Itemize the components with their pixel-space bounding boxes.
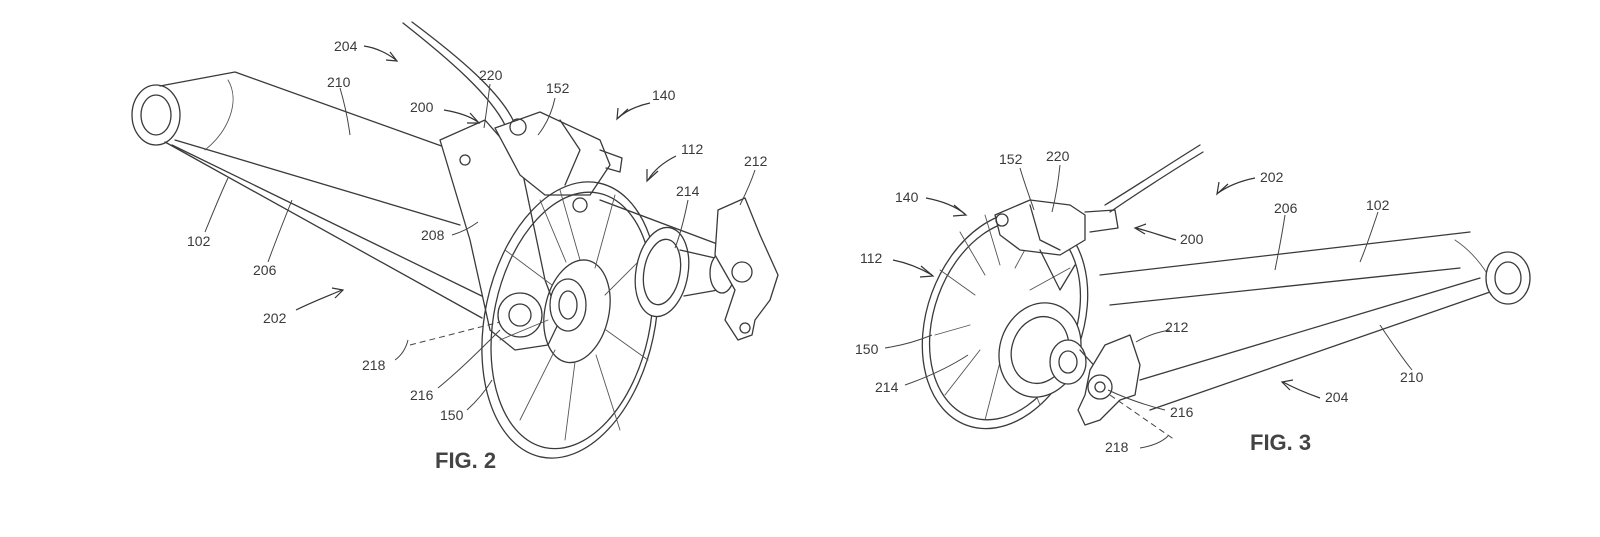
fig2-label-210: 210 bbox=[327, 74, 351, 90]
fig3-label-210: 210 bbox=[1400, 369, 1424, 385]
fig3-label-112: 112 bbox=[860, 250, 883, 266]
fig2-label-102: 102 bbox=[187, 233, 211, 249]
fig3-label-220: 220 bbox=[1046, 148, 1070, 164]
fig3-label-204: 204 bbox=[1325, 389, 1349, 405]
fig2-label-212: 212 bbox=[744, 153, 768, 169]
fig2-leaders bbox=[204, 45, 756, 411]
fig2-label-208: 208 bbox=[421, 227, 445, 243]
fig2-label-200: 200 bbox=[410, 99, 434, 115]
fig2-label-202: 202 bbox=[263, 310, 287, 326]
fig2-pivot-tube-end bbox=[131, 84, 181, 146]
fig2-label-220: 220 bbox=[479, 67, 503, 83]
fig2-label-140: 140 bbox=[652, 87, 676, 103]
fig2-brake-hose bbox=[402, 22, 506, 126]
fig2-right-dropout bbox=[714, 197, 779, 341]
fig3-label-152: 152 bbox=[999, 151, 1023, 167]
fig2-caption: FIG. 2 bbox=[435, 448, 496, 473]
fig2-hub bbox=[549, 226, 735, 332]
fig3-label-202: 202 bbox=[1260, 169, 1284, 185]
fig2-reference-numerals: 204 210 220 152 140 200 112 212 214 208 … bbox=[187, 38, 768, 423]
fig3-brake-hose bbox=[1104, 144, 1201, 206]
fig3-pivot-tube-end bbox=[1485, 251, 1531, 305]
fig3-label-206: 206 bbox=[1274, 200, 1298, 216]
fig3-caption: FIG. 3 bbox=[1250, 430, 1311, 455]
fig2-label-150: 150 bbox=[440, 407, 464, 423]
fig3-hub bbox=[998, 302, 1101, 398]
fig2-label-112: 112 bbox=[681, 141, 704, 157]
fig3-label-200: 200 bbox=[1180, 231, 1204, 247]
fig3-label-214: 214 bbox=[875, 379, 899, 395]
fig3-reference-numerals: 152 220 202 140 206 102 200 112 212 150 … bbox=[855, 148, 1424, 455]
fig2-label-214: 214 bbox=[676, 183, 700, 199]
fig3-label-212: 212 bbox=[1165, 319, 1189, 335]
fig2-illustration bbox=[131, 21, 779, 459]
fig2-label-204: 204 bbox=[334, 38, 358, 54]
fig3-label-216: 216 bbox=[1170, 404, 1194, 420]
fig2-brake-rotor bbox=[481, 181, 659, 459]
fig2-upper-arm bbox=[159, 71, 476, 159]
fig3-upper-arm bbox=[1099, 231, 1471, 276]
fig2-label-218: 218 bbox=[362, 357, 386, 373]
fig3-label-150: 150 bbox=[855, 341, 879, 357]
fig3-label-140: 140 bbox=[895, 189, 919, 205]
fig3-label-218: 218 bbox=[1105, 439, 1129, 455]
fig3-leaders bbox=[884, 164, 1413, 449]
fig3-brake-caliper bbox=[994, 199, 1086, 256]
fig2-label-206: 206 bbox=[253, 262, 277, 278]
fig2-lower-arm bbox=[171, 144, 491, 301]
fig3-illustration bbox=[921, 144, 1531, 430]
fig2-label-216: 216 bbox=[410, 387, 434, 403]
fig3-label-102: 102 bbox=[1366, 197, 1390, 213]
fig2-label-152: 152 bbox=[546, 80, 570, 96]
fig3-lower-arm bbox=[1139, 277, 1481, 381]
